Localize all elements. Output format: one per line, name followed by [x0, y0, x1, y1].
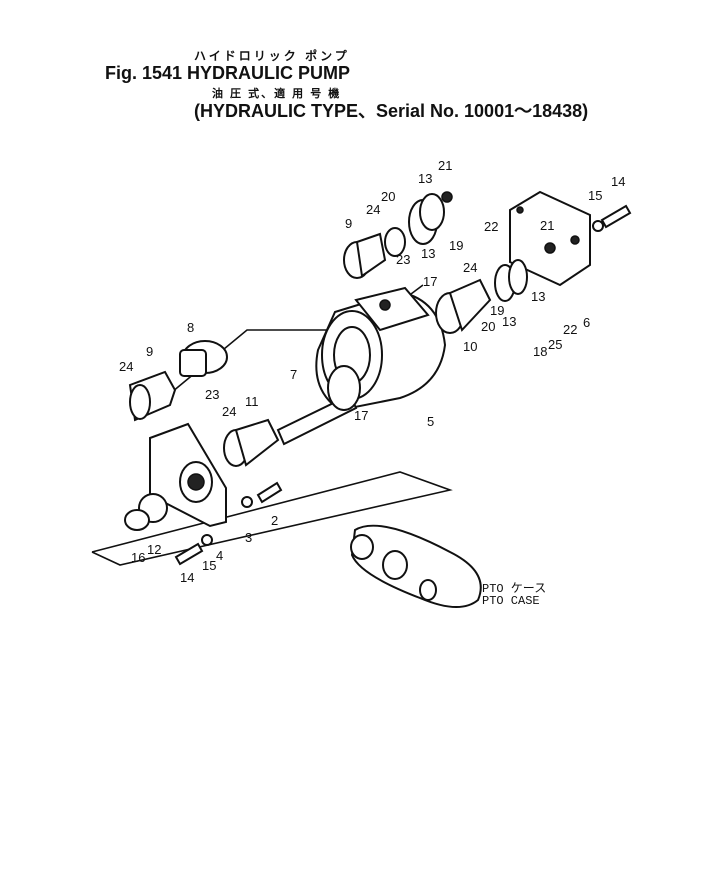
callout-21: 21	[438, 158, 452, 173]
subtitle-japanese: 油 圧 式、適 用 号 機	[212, 88, 342, 100]
callout-24: 24	[119, 359, 133, 374]
figure-title: Fig. 1541 HYDRAULIC PUMP	[105, 63, 351, 83]
callout-13: 13	[421, 246, 435, 261]
callout-17: 17	[423, 274, 437, 289]
driven-gear	[179, 340, 228, 377]
callout-19: 19	[449, 238, 463, 253]
callout-15: 15	[202, 558, 216, 573]
callout-3: 3	[245, 530, 252, 545]
front-cover	[124, 422, 227, 531]
callout-14: 14	[611, 174, 625, 189]
callout-18: 18	[533, 344, 547, 359]
drive-shaft	[276, 365, 361, 446]
callout-11: 11	[245, 394, 259, 409]
callout-25: 25	[548, 337, 562, 352]
callout-20: 20	[481, 319, 495, 334]
rear-cover	[509, 190, 591, 287]
callout-9: 9	[345, 216, 352, 231]
callout-22: 22	[563, 322, 577, 337]
callout-19: 19	[490, 303, 504, 318]
callout-7: 7	[290, 367, 297, 382]
callout-12: 12	[147, 542, 161, 557]
rear-bearing	[435, 259, 528, 334]
callouts: 21 13 20 24 9 13 19 23 17 22 21 15 14 24…	[119, 158, 625, 585]
callout-23: 23	[396, 252, 410, 267]
upper-bearing	[343, 191, 453, 279]
callout-9: 9	[146, 344, 153, 359]
figure-subtitle: (HYDRAULIC TYPE、Serial No. 10001～18438)	[194, 101, 589, 121]
callout-13: 13	[502, 314, 516, 329]
callout-24: 24	[222, 404, 236, 419]
callout-20: 20	[381, 189, 395, 204]
callout-13: 13	[418, 171, 432, 186]
pto-label-japanese: PTO ケース	[482, 581, 546, 596]
callout-8: 8	[187, 320, 194, 335]
callout-14: 14	[180, 570, 194, 585]
callout-16: 16	[131, 550, 145, 565]
callout-6: 6	[583, 315, 590, 330]
callout-22: 22	[484, 219, 498, 234]
title-japanese: ハイドロリック ポンプ	[194, 49, 350, 63]
callout-15: 15	[588, 188, 602, 203]
pto-label: PTO CASE	[482, 594, 540, 608]
callout-21: 21	[540, 218, 554, 233]
callout-5: 5	[427, 414, 434, 429]
left-bearing	[128, 370, 177, 422]
callout-23: 23	[205, 387, 219, 402]
callout-10: 10	[463, 339, 477, 354]
callout-2: 2	[271, 513, 278, 528]
callout-24: 24	[463, 260, 477, 275]
bearing-11	[223, 418, 280, 467]
callout-17: 17	[354, 408, 368, 423]
callout-13: 13	[531, 289, 545, 304]
pto-case	[350, 524, 482, 608]
callout-24: 24	[366, 202, 380, 217]
callout-4: 4	[216, 548, 223, 563]
bolts	[174, 204, 632, 566]
